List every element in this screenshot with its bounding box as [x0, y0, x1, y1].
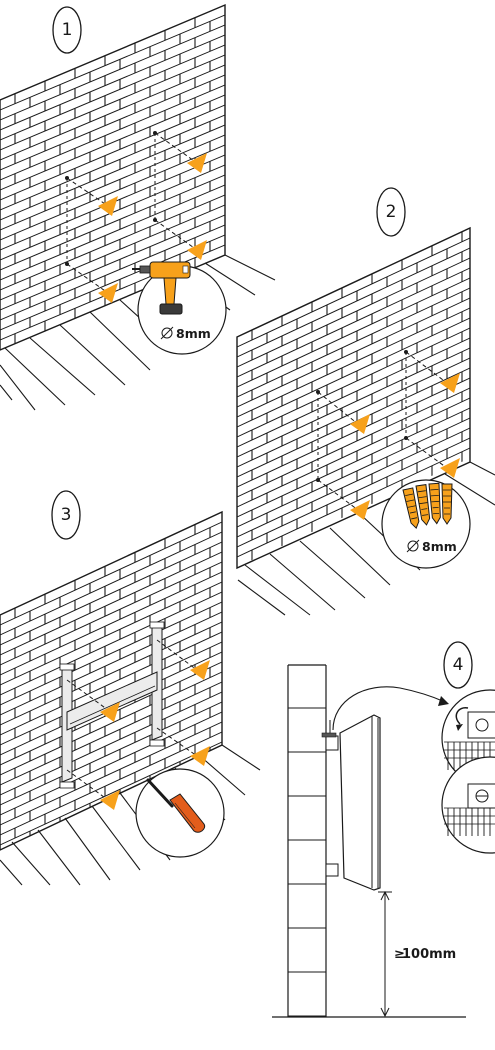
step-2-number: 2: [386, 202, 397, 222]
step-2-tool-circle: 8mm: [381, 479, 471, 569]
diameter-icon: [160, 326, 174, 340]
step-2-number-badge: 2: [376, 187, 406, 237]
bracket-lock-icon: [444, 783, 495, 836]
step-1-number-badge: 1: [52, 6, 82, 54]
hole-marker-icon: [98, 196, 118, 216]
bracket-detail-bottom: [441, 756, 495, 854]
hole-marker-icon: [350, 500, 370, 520]
greater-equal-icon: ≥: [394, 947, 405, 962]
step-3-number-badge: 3: [51, 490, 81, 540]
step-3: 3: [0, 490, 261, 886]
step-1-number: 1: [62, 20, 73, 40]
step-4-clearance: 100mm: [402, 947, 456, 962]
drill-icon: [132, 261, 191, 315]
hole-marker-icon: [350, 414, 370, 434]
hook-arrow-icon: [332, 686, 449, 731]
bracket-lock-icon: [444, 707, 495, 770]
step-3-tool-circle: [135, 768, 225, 858]
hole-marker-icon: [190, 660, 210, 680]
step-4: 4: [272, 641, 495, 1018]
step-3-drill-marks: [66, 639, 210, 810]
mounting-bracket: [59, 621, 165, 789]
wall-section: [287, 664, 327, 1017]
hole-marker-icon: [440, 373, 460, 393]
step-4-number: 4: [453, 655, 464, 675]
hole-marker-icon: [100, 702, 120, 722]
hole-marker-icon: [190, 746, 210, 766]
diameter-icon: [406, 539, 420, 553]
hole-marker-icon: [187, 240, 207, 260]
wall-plug-icon: [402, 482, 453, 529]
screwdriver-icon: [146, 778, 206, 833]
step-4-number-badge: 4: [443, 641, 473, 689]
step-2-drill-marks: [316, 350, 460, 520]
hole-marker-icon: [187, 153, 207, 173]
hole-marker-icon: [440, 458, 460, 478]
step-2: 2: [236, 187, 495, 616]
step-1-drill-marks: [65, 131, 207, 303]
step-2-plug-diameter: 8mm: [422, 539, 457, 554]
clearance-dimension: ≥ 100mm: [378, 890, 456, 1018]
hole-marker-icon: [100, 790, 120, 810]
step-3-number: 3: [61, 505, 72, 525]
heater-side-view: [321, 714, 381, 891]
step-1: 1 8mm: [0, 3, 276, 411]
step-1-tool-circle: 8mm: [132, 261, 227, 355]
hole-marker-icon: [98, 283, 118, 303]
step-1-hole-diameter: 8mm: [176, 326, 211, 341]
